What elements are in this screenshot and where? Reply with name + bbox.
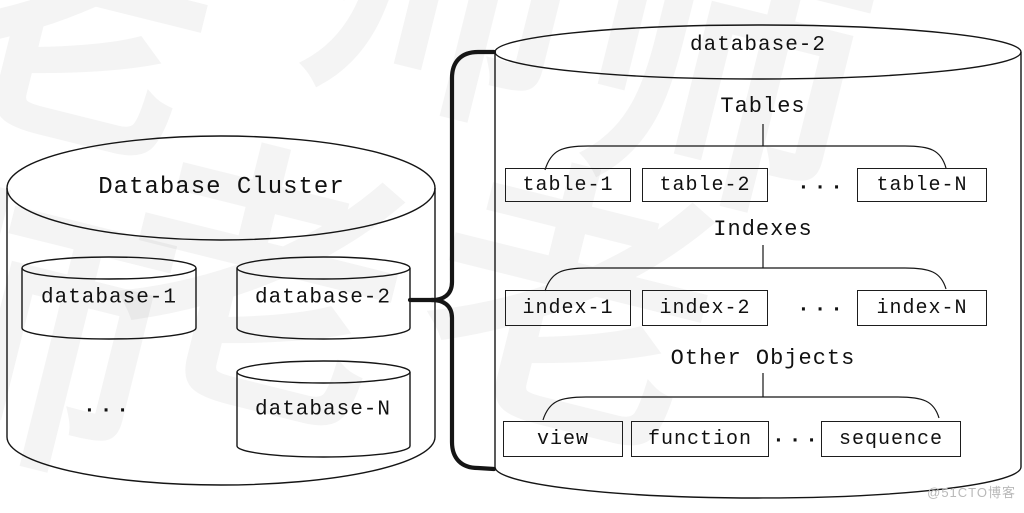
other-objects-ellipsis: ... bbox=[772, 425, 822, 449]
view-box: view bbox=[503, 421, 623, 457]
cluster-cylinder bbox=[6, 135, 436, 486]
indexes-ellipsis: ... bbox=[797, 294, 847, 318]
database-1-label: database-1 bbox=[40, 286, 178, 310]
other-objects-connector bbox=[542, 373, 940, 421]
cluster-ellipsis: ... bbox=[83, 395, 133, 419]
section-label-other-objects: Other Objects bbox=[670, 346, 856, 371]
table-2-box: table-2 bbox=[642, 168, 768, 202]
index-2-box: index-2 bbox=[642, 290, 768, 326]
section-label-tables: Tables bbox=[720, 94, 806, 119]
indexes-connector bbox=[544, 245, 947, 292]
database-2-cylinder bbox=[236, 256, 411, 340]
index-1-box: index-1 bbox=[505, 290, 631, 326]
cluster-title: Database Cluster bbox=[98, 174, 345, 201]
database-n-cylinder bbox=[236, 360, 411, 458]
detail-title: database-2 bbox=[689, 34, 827, 57]
table-1-box: table-1 bbox=[505, 168, 631, 202]
sequence-box: sequence bbox=[821, 421, 961, 457]
function-box: function bbox=[631, 421, 769, 457]
database-1-cylinder bbox=[21, 256, 197, 340]
brand-watermark: @51CTO博客 bbox=[927, 485, 1016, 500]
tables-connector bbox=[544, 124, 947, 171]
tables-ellipsis: ... bbox=[797, 172, 847, 196]
expansion-brace bbox=[407, 49, 497, 472]
index-n-box: index-N bbox=[857, 290, 987, 326]
database-2-label: database-2 bbox=[254, 286, 392, 310]
table-n-box: table-N bbox=[857, 168, 987, 202]
database-n-label: database-N bbox=[254, 398, 392, 422]
section-label-indexes: Indexes bbox=[713, 217, 813, 242]
